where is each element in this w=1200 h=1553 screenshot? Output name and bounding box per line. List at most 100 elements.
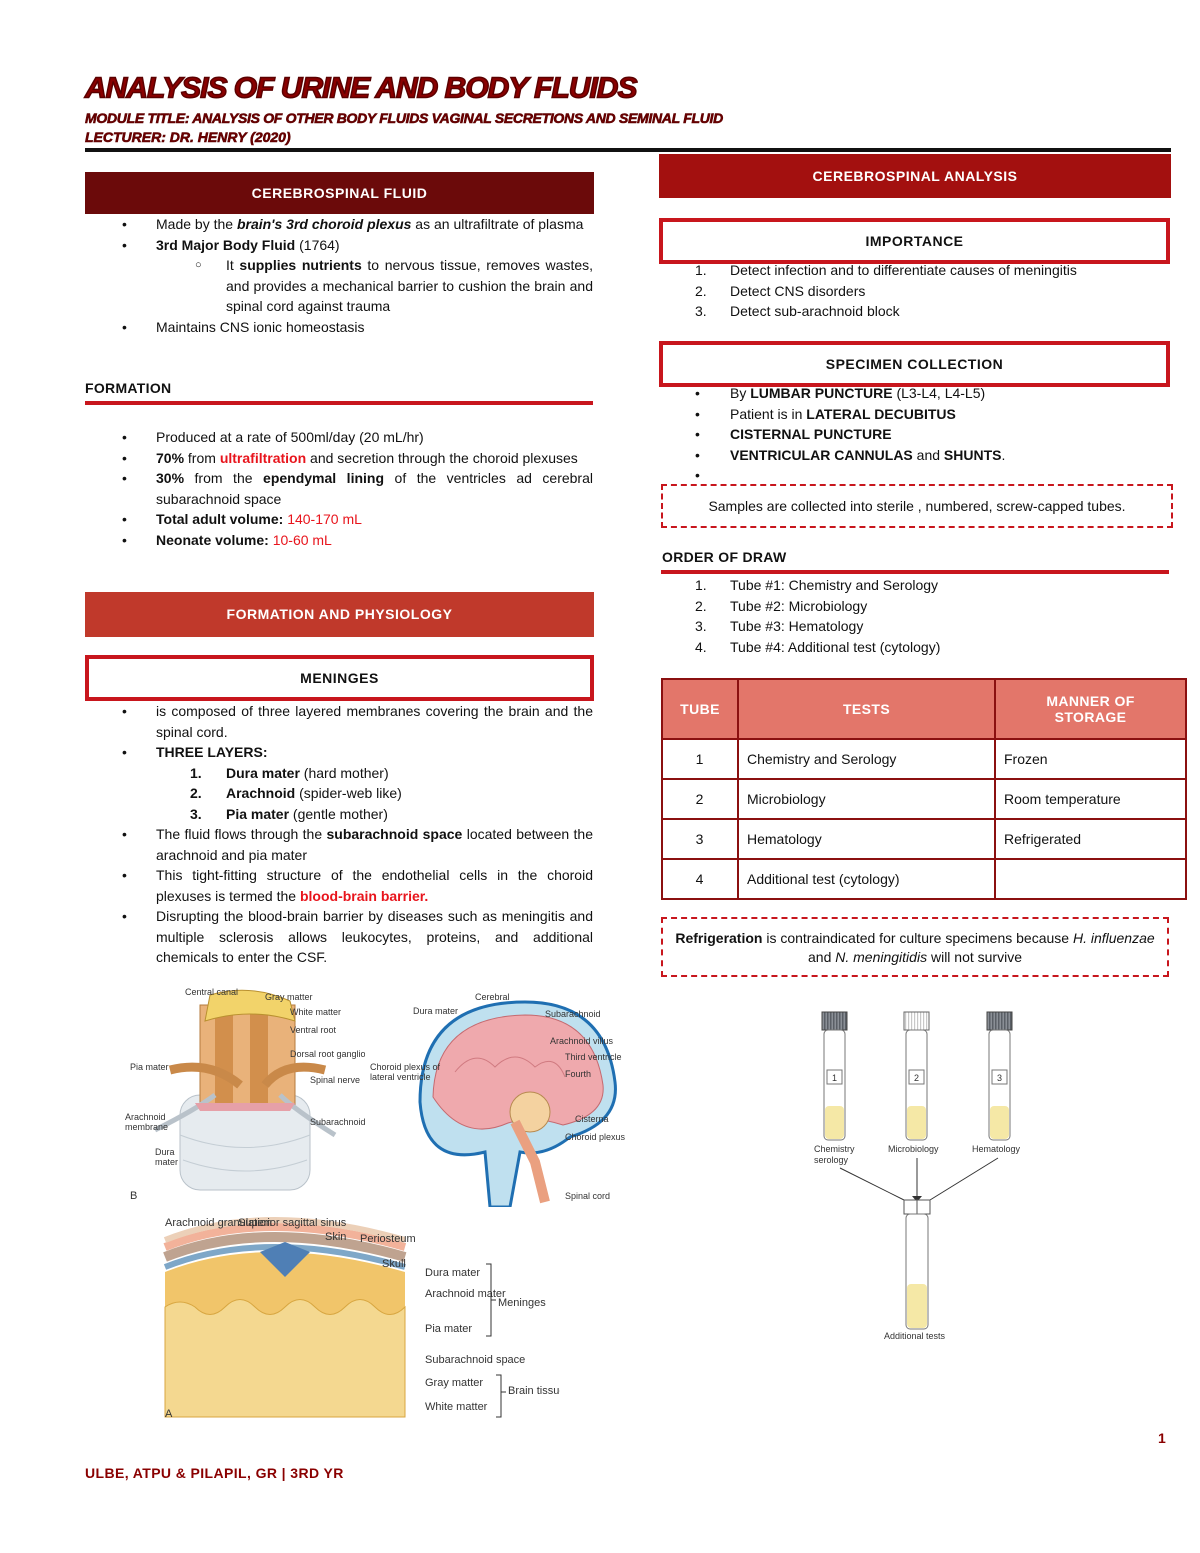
svg-text:Pia mater: Pia mater: [425, 1323, 472, 1335]
layer-item: 3.Pia mater (gentle mother): [190, 805, 388, 822]
svg-text:Choroid plexus of: Choroid plexus of: [370, 1062, 441, 1072]
svg-text:Dura mater: Dura mater: [413, 1006, 458, 1016]
cerebrospinal-analysis-banner: CEREBROSPINAL ANALYSIS: [659, 154, 1171, 198]
table-header-cell: TESTS: [737, 678, 996, 740]
tube-order-figure: 1 2 3 Chemistry serology Microbiology He…: [814, 1011, 1021, 1341]
order-of-draw-underline: [661, 570, 1169, 574]
order-of-draw-list: 1.Tube #1: Chemistry and Serology 2.Tube…: [659, 575, 1171, 657]
svg-text:Fourth: Fourth: [565, 1069, 591, 1079]
list-item: •3rd Major Body Fluid (1764): [122, 236, 340, 253]
svg-text:Subarachnoid space: Subarachnoid space: [425, 1354, 525, 1366]
list-item: •VENTRICULAR CANNULAS and SHUNTS.: [695, 446, 1006, 463]
svg-text:Dura mater: Dura mater: [425, 1267, 480, 1279]
list-item: •The fluid flows through the subarachnoi…: [122, 826, 593, 863]
formation-underline: [85, 401, 593, 405]
order-of-draw-heading: ORDER OF DRAW: [662, 549, 787, 565]
svg-text:Skull: Skull: [382, 1258, 406, 1270]
svg-text:A: A: [165, 1408, 173, 1420]
table-cell: Hematology: [737, 818, 996, 860]
list-item: •is composed of three layered membranes …: [122, 703, 593, 740]
lecturer-line: LECTURER: DR. HENRY (2020): [85, 129, 291, 146]
table-header-cell: TUBE: [661, 678, 739, 740]
svg-text:Chemistry: Chemistry: [814, 1144, 855, 1154]
list-item: •Neonate volume: 10-60 mL: [122, 531, 332, 548]
tube-storage-table: TUBE TESTS MANNER OF STORAGE 1 Chemistry…: [661, 678, 1187, 900]
table-cell: Chemistry and Serology: [737, 738, 996, 780]
table-cell: 2: [661, 778, 739, 820]
svg-text:Brain tissue: Brain tissue: [508, 1385, 560, 1397]
table-row: 1 Chemistry and Serology Frozen: [661, 738, 1187, 780]
list-item: •CISTERNAL PUNCTURE: [695, 426, 892, 442]
formation-list: •Produced at a rate of 500ml/day (20 mL/…: [85, 427, 593, 550]
table-row: 2 Microbiology Room temperature: [661, 778, 1187, 820]
spinal-cord-figure: Central canal Gray matter White matter V…: [125, 987, 365, 1200]
svg-text:Dorsal root ganglion: Dorsal root ganglion: [290, 1049, 365, 1059]
list-item: 1.Detect infection and to differentiate …: [695, 262, 1077, 278]
svg-text:3: 3: [997, 1073, 1002, 1083]
svg-text:Third ventricle: Third ventricle: [565, 1052, 622, 1062]
specimen-list: •By LUMBAR PUNCTURE (L3-L4, L4-L5) •Pati…: [659, 383, 1171, 483]
list-item: 3.Detect sub-arachnoid block: [695, 303, 900, 319]
list-item: 3.Tube #3: Hematology: [695, 618, 864, 634]
list-item: 2.Tube #2: Microbiology: [695, 597, 868, 614]
svg-text:Hematology: Hematology: [972, 1144, 1021, 1154]
layer-item: 2.Arachnoid (spider-web like): [190, 785, 402, 801]
importance-list: 1.Detect infection and to differentiate …: [659, 260, 1171, 322]
table-cell: Microbiology: [737, 778, 996, 820]
svg-text:Subarachnoid: Subarachnoid: [545, 1009, 601, 1019]
svg-text:Ventral root: Ventral root: [290, 1025, 337, 1035]
meninges-list: •is composed of three layered membranes …: [85, 701, 593, 968]
table-row: 4 Additional test (cytology): [661, 858, 1187, 900]
list-item: ○It supplies nutrients to nervous tissue…: [195, 257, 594, 314]
svg-text:Additional tests: Additional tests: [884, 1331, 946, 1341]
svg-text:Arachnoid: Arachnoid: [125, 1112, 166, 1122]
svg-text:Periosteum: Periosteum: [360, 1233, 416, 1245]
table-cell: [994, 858, 1187, 900]
svg-text:Choroid plexus: Choroid plexus: [565, 1132, 625, 1142]
module-title: MODULE TITLE: ANALYSIS OF OTHER BODY FLU…: [85, 110, 724, 127]
list-item: 2.Detect CNS disorders: [695, 282, 866, 299]
table-header-cell: MANNER OF STORAGE: [994, 678, 1187, 740]
brain-sagittal-figure: Dura mater Cerebral Subarachnoid Arachno…: [370, 992, 625, 1207]
svg-text:Arachnoid mater: Arachnoid mater: [425, 1288, 506, 1300]
svg-text:Arachnoid granulation: Arachnoid granulation: [165, 1217, 272, 1229]
table-cell: 3: [661, 818, 739, 860]
list-item: •30% from the ependymal lining of the ve…: [122, 470, 593, 507]
svg-text:Gray matter: Gray matter: [425, 1377, 483, 1389]
page-number: 1: [1158, 1430, 1166, 1446]
meninges-figure: Arachnoid granulation Superior sagittal …: [163, 1217, 560, 1420]
svg-text:Arachnoid villus: Arachnoid villus: [550, 1036, 614, 1046]
table-cell: 1: [661, 738, 739, 780]
table-cell: Additional test (cytology): [737, 858, 996, 900]
list-item: •Made by the brain's 3rd choroid plexus …: [122, 216, 584, 232]
importance-box: IMPORTANCE: [659, 218, 1170, 264]
table-cell: 4: [661, 858, 739, 900]
refrigeration-note: Refrigeration is contraindicated for cul…: [661, 917, 1169, 977]
formation-heading: FORMATION: [85, 380, 172, 396]
list-item: •THREE LAYERS:: [122, 744, 268, 760]
list-item: •Patient is in LATERAL DECUBITUS: [695, 405, 956, 422]
svg-text:Skin: Skin: [325, 1231, 346, 1243]
svg-text:White matter: White matter: [425, 1401, 488, 1413]
layer-item: 1.Dura mater (hard mother): [190, 764, 389, 781]
svg-text:Subarachnoid space: Subarachnoid space: [310, 1117, 365, 1127]
svg-text:Gray matter: Gray matter: [265, 992, 313, 1002]
svg-text:2: 2: [914, 1073, 919, 1083]
header-divider: [85, 148, 1171, 152]
footer-authors: ULBE, ATPU & PILAPIL, GR | 3RD YR: [85, 1465, 344, 1481]
list-item: •70% from ultrafiltration and secretion …: [122, 449, 578, 466]
svg-text:Spinal nerve: Spinal nerve: [310, 1075, 360, 1085]
specimen-collection-box: SPECIMEN COLLECTION: [659, 341, 1170, 387]
svg-text:Dura: Dura: [155, 1147, 175, 1157]
svg-text:membrane: membrane: [125, 1122, 168, 1132]
svg-text:1: 1: [832, 1073, 837, 1083]
svg-text:B: B: [130, 1190, 137, 1200]
list-item: •This tight-fitting structure of the end…: [122, 867, 593, 904]
table-header-row: TUBE TESTS MANNER OF STORAGE: [661, 678, 1187, 740]
csf-banner: CEREBROSPINAL FLUID: [85, 172, 594, 214]
svg-text:Cisterna: Cisterna: [575, 1114, 609, 1124]
csf-list: •Made by the brain's 3rd choroid plexus …: [85, 214, 593, 337]
table-row: 3 Hematology Refrigerated: [661, 818, 1187, 860]
svg-text:Central canal: Central canal: [185, 987, 238, 997]
svg-text:Cerebral: Cerebral: [475, 992, 510, 1002]
